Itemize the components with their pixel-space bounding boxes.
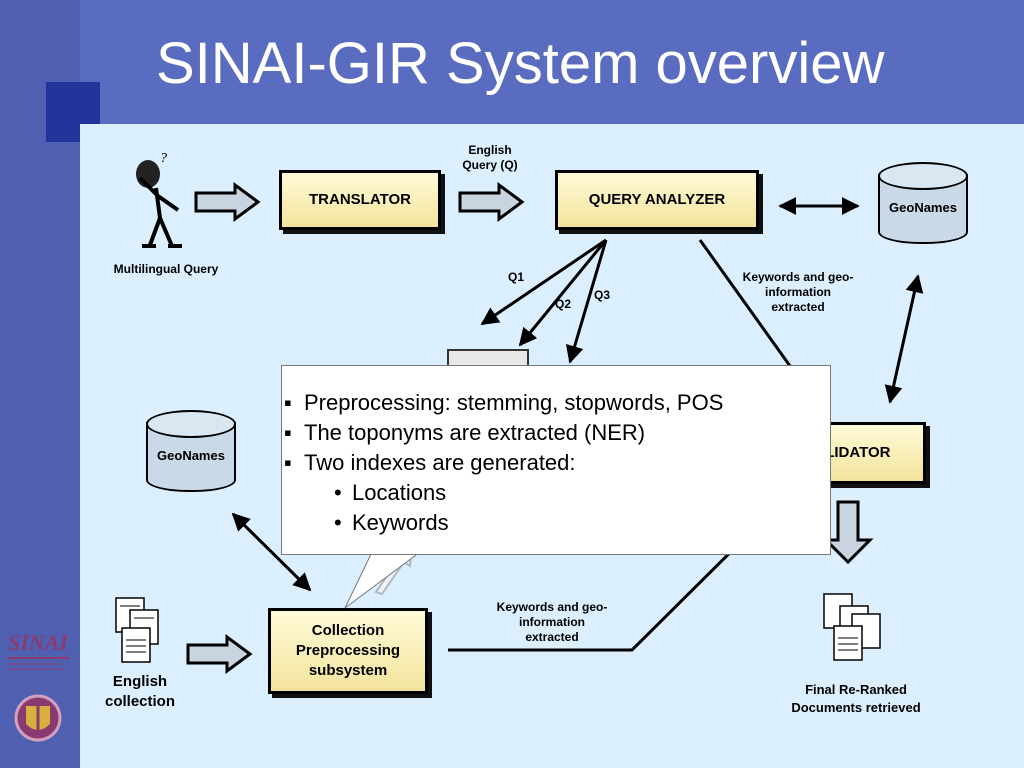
geonames-db-top: GeoNames [878,162,968,248]
block-arrow-to-translator [194,182,261,222]
callout-sub-bullet-1: Locations [282,478,830,508]
question-mark-icon: ? [160,151,167,166]
arrow-geonames-collection [231,512,312,592]
header-band [0,0,1024,124]
sinai-logo: SINAI [8,630,69,655]
callout-box: Preprocessing: stemming, stopwords, POS … [281,365,831,555]
arrow-q3 [565,239,608,364]
callout-bullet-3: Two indexes are generated: [282,448,830,478]
q2-label: Q2 [555,297,572,311]
thinking-person-icon [136,160,182,248]
english-collection-label: English collection [104,673,175,710]
collection-preprocessing-box: Collection Preprocessing subsystem [268,608,428,694]
arrow-geonames-validator [884,274,924,404]
multilingual-query-label: Multilingual Query [113,262,219,276]
block-arrow-down-from-validator [822,500,874,565]
callout-bullet-2: The toponyms are extracted (NER) [282,418,830,448]
q1-label: Q1 [508,270,525,284]
documents-stack-icon-left [115,597,159,663]
final-reranked-label: Final Re-Ranked Documents retrieved [791,682,921,715]
translator-box: TRANSLATOR [279,170,441,230]
query-analyzer-box: QUERY ANALYZER [555,170,759,230]
geonames-db-left: GeoNames [146,410,236,496]
keywords-geo-top-label: Keywords and geo-information extracted [742,270,854,314]
keywords-geo-bottom-label: Keywords and geo-information extracted [496,600,608,644]
geonames-left-label: GeoNames [157,448,225,463]
block-arrow-to-collection [186,634,253,674]
callout-sub-bullet-2: Keywords [282,508,830,538]
geonames-top-label: GeoNames [889,200,957,215]
block-arrow-to-query-analyzer [458,182,525,222]
q3-label: Q3 [594,288,611,302]
arrow-q2 [518,239,608,347]
english-query-label: English Query (Q) [462,143,518,172]
documents-stack-icon-right [823,593,881,661]
query-analyzer-label: QUERY ANALYZER [588,191,726,208]
line-query-to-validator [698,239,802,381]
translator-label: TRANSLATOR [309,191,411,208]
university-crest-icon [14,694,62,742]
callout-bullet-1: Preprocessing: stemming, stopwords, POS [282,388,830,418]
arrow-q1 [480,238,607,326]
slide-title: SINAI-GIR System overview [156,31,885,96]
collection-preprocessing-label: Collection Preprocessing subsystem [295,622,401,679]
